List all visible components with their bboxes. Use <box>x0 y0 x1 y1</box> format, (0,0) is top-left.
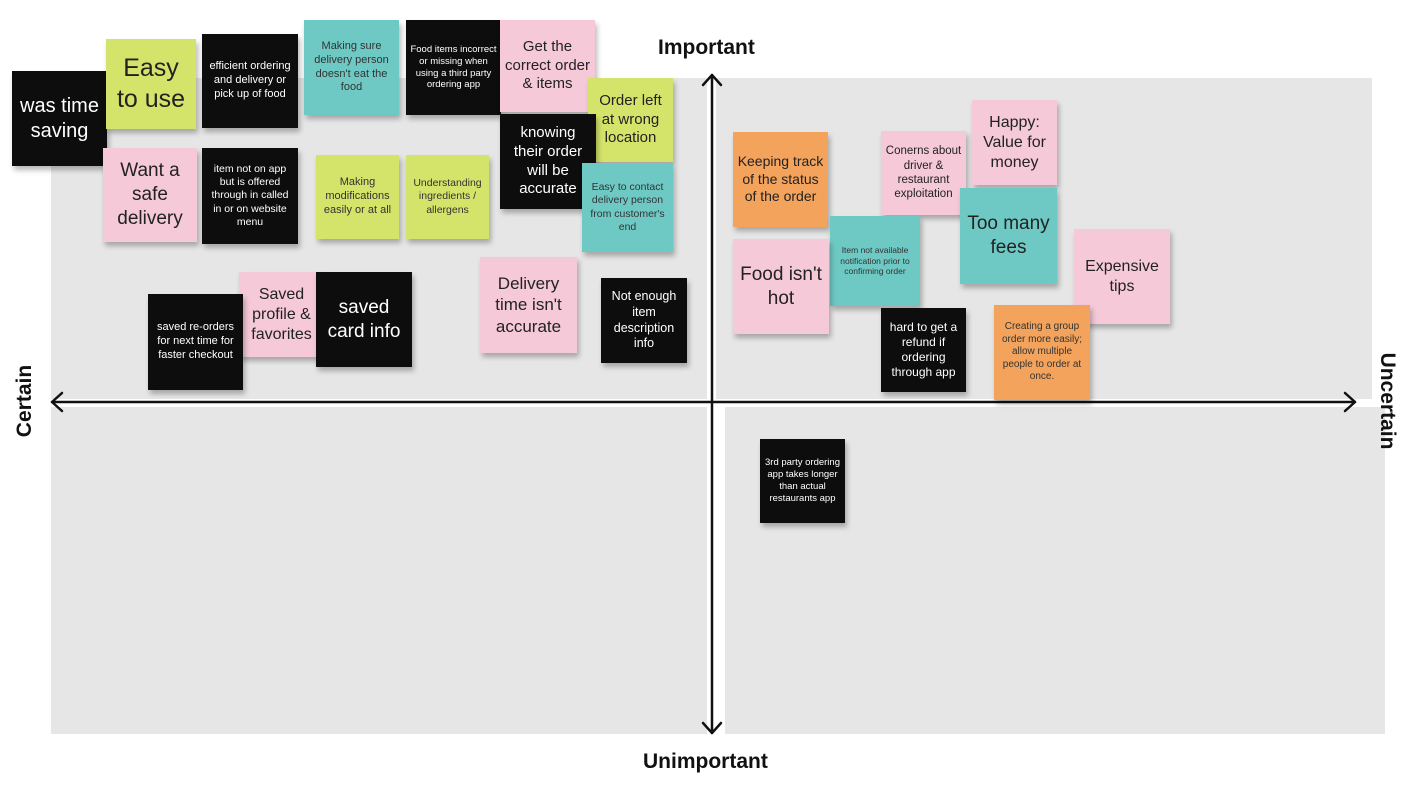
sticky-note[interactable]: Not enough item description info <box>601 278 687 363</box>
sticky-note[interactable]: Food items incorrect or missing when usi… <box>406 20 501 115</box>
sticky-note[interactable]: Easy to contact delivery person from cus… <box>582 163 673 252</box>
sticky-note[interactable]: Creating a group order more easily; allo… <box>994 305 1090 400</box>
sticky-note[interactable]: Making modifications easily or at all <box>316 155 399 239</box>
top-arrowhead <box>701 73 723 87</box>
sticky-note[interactable]: Making sure delivery person doesn't eat … <box>304 20 399 115</box>
sticky-note-text: knowing their order will be accurate <box>513 124 583 198</box>
sticky-note[interactable]: hard to get a refund if ordering through… <box>881 308 966 392</box>
sticky-note-text: Making modifications easily or at all <box>323 176 392 216</box>
sticky-note-text: Conerns about driver & restaurant exploi… <box>885 145 962 201</box>
axis-label-certain: Certain <box>13 364 36 438</box>
left-arrowhead <box>50 391 64 413</box>
sticky-note-text: Happy: Value for money <box>983 113 1046 171</box>
sticky-note[interactable]: saved card info <box>316 272 412 367</box>
sticky-note[interactable]: Food isn't hot <box>733 239 829 334</box>
sticky-note[interactable]: efficient ordering and delivery or pick … <box>202 34 298 128</box>
sticky-note[interactable]: Happy: Value for money <box>972 100 1057 185</box>
sticky-note-text: saved card info <box>327 296 401 342</box>
sticky-note-text: Keeping track of the status of the order <box>737 153 824 205</box>
sticky-note-text: Not enough item description info <box>611 289 677 351</box>
sticky-note-text: Expensive tips <box>1085 257 1159 295</box>
sticky-note-text: hard to get a refund if ordering through… <box>889 320 958 379</box>
sticky-note[interactable]: was time saving <box>12 71 107 166</box>
sticky-note-text: Easy to contact delivery person from cus… <box>590 181 665 233</box>
sticky-note[interactable]: 3rd party ordering app takes longer than… <box>760 439 845 523</box>
sticky-note-text: Creating a group order more easily; allo… <box>1001 321 1083 383</box>
sticky-note[interactable]: Easy to use <box>106 39 196 129</box>
sticky-note-text: item not on app but is offered through i… <box>211 163 289 228</box>
sticky-note[interactable]: Saved profile & favorites <box>239 272 324 357</box>
right-arrowhead <box>1343 391 1357 413</box>
bottom-arrowhead <box>701 721 723 735</box>
sticky-note-text: Making sure delivery person doesn't eat … <box>314 40 389 94</box>
sticky-note[interactable]: Want a safe delivery <box>103 148 197 242</box>
axis-label-important: Important <box>658 36 755 59</box>
axis-label-unimportant: Unimportant <box>643 750 768 773</box>
sticky-note[interactable]: Expensive tips <box>1074 229 1170 324</box>
sticky-note-text: Saved profile & favorites <box>251 285 312 343</box>
sticky-note[interactable]: Item not available notification prior to… <box>830 216 920 306</box>
quadrant-unimportant-certain <box>51 407 707 734</box>
sticky-note[interactable]: Too many fees <box>960 188 1057 284</box>
sticky-note[interactable]: Understanding ingredients / allergens <box>406 155 489 239</box>
sticky-note-text: Food isn't hot <box>740 263 822 309</box>
sticky-note-text: 3rd party ordering app takes longer than… <box>765 457 840 504</box>
sticky-note[interactable]: Get the correct order & items <box>500 20 595 112</box>
sticky-note[interactable]: Conerns about driver & restaurant exploi… <box>881 131 966 215</box>
sticky-note[interactable]: Order left at wrong location <box>588 78 673 162</box>
sticky-note-text: Delivery time isn't accurate <box>495 274 562 336</box>
sticky-note[interactable]: saved re-orders for next time for faster… <box>148 294 243 390</box>
sticky-note-text: Food items incorrect or missing when usi… <box>410 43 497 91</box>
sticky-note[interactable]: item not on app but is offered through i… <box>202 148 298 244</box>
sticky-note-text: saved re-orders for next time for faster… <box>156 321 235 361</box>
sticky-note-text: Too many fees <box>967 213 1050 258</box>
sticky-note-text: was time saving <box>20 94 99 142</box>
sticky-note[interactable]: Delivery time isn't accurate <box>480 257 577 353</box>
axis-label-uncertain: Uncertain <box>1376 352 1399 450</box>
sticky-note-text: Order left at wrong location <box>599 91 662 147</box>
sticky-note-text: Want a safe delivery <box>117 160 183 229</box>
sticky-note-text: efficient ordering and delivery or pick … <box>209 60 291 100</box>
sticky-note-text: Item not available notification prior to… <box>840 245 910 277</box>
sticky-note-text: Get the correct order & items <box>504 37 591 93</box>
sticky-note[interactable]: Keeping track of the status of the order <box>733 132 828 227</box>
sticky-note-text: Understanding ingredients / allergens <box>413 177 482 216</box>
sticky-note[interactable]: knowing their order will be accurate <box>500 114 596 209</box>
sticky-note-text: Easy to use <box>116 53 186 113</box>
